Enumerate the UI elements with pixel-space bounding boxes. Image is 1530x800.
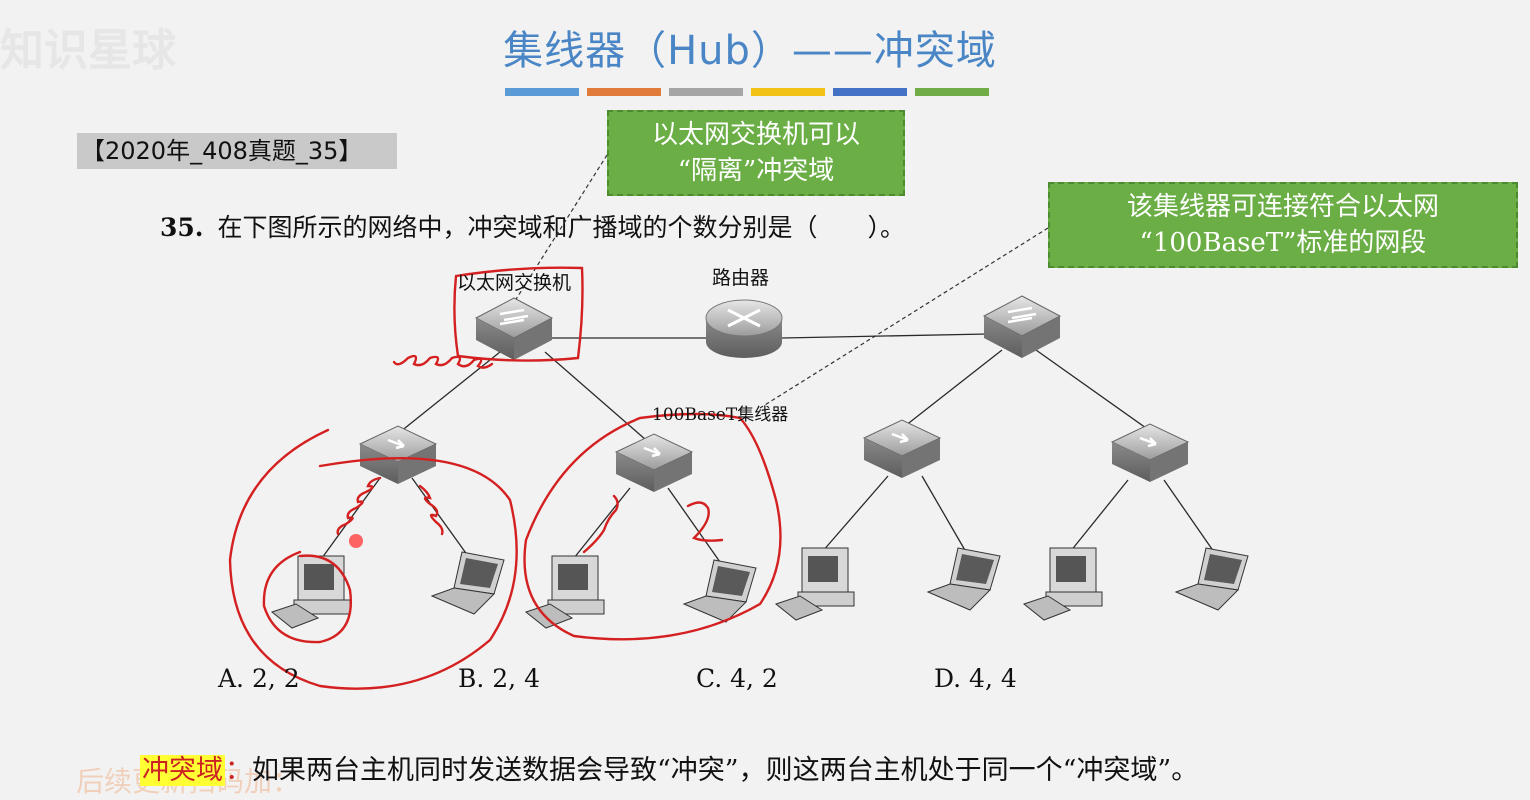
exam-tag: 【2020年_408真题_35】 — [77, 133, 397, 169]
desktop-pc-2-icon — [524, 555, 605, 629]
hub-100baset-icon — [614, 433, 694, 492]
leader-lines — [507, 154, 1049, 409]
hub-left-icon — [358, 425, 438, 484]
red-annotations — [228, 266, 782, 690]
watermark-top: 知识星球 — [0, 25, 176, 76]
label-ethernet-switch: 以太网交换机 — [457, 272, 572, 294]
definition-note: 冲突域：如果两台主机同时发送数据会导致“冲突”，则这两台主机处于同一个“冲突域”… — [140, 748, 1198, 787]
link-switch2-hub4 — [1035, 349, 1147, 429]
label-100baset-hub: 100BaseT集线器 — [652, 405, 789, 425]
callout-hub-standard: 该集线器可连接符合以太网 “100BaseT”标准的网段 — [1048, 182, 1518, 268]
scribble-hub100-pc2 — [582, 494, 619, 554]
leader-line-hub — [759, 227, 1049, 409]
scribble-number-2 — [686, 501, 724, 542]
link-hub3-pc3 — [821, 475, 889, 553]
circle-pc1 — [262, 550, 353, 644]
option-c: C. 4, 2 — [696, 664, 778, 693]
desktop-pc-4-icon — [1022, 547, 1103, 621]
link-switch2-hub3 — [904, 349, 1003, 427]
laptop-2-icon — [682, 559, 757, 623]
link-switch-hub100 — [544, 351, 647, 441]
callout-hub-line-2: “100BaseT”标准的网段 — [1139, 228, 1427, 258]
box-around-switch — [453, 266, 584, 362]
option-d: D. 4, 4 — [934, 664, 1017, 693]
laptop-4-icon — [1174, 547, 1249, 611]
coil-switch-to-hub — [392, 354, 494, 369]
callout-hub-line-1: 该集线器可连接符合以太网 — [1126, 192, 1439, 222]
callout-switch-line-2: “隔离”冲突域 — [677, 156, 835, 186]
callout-switch-isolates: 以太网交换机可以 “隔离”冲突域 — [607, 110, 905, 196]
title-bar-3 — [669, 88, 743, 96]
title-bar-1 — [505, 88, 579, 96]
hub-4-icon — [1110, 423, 1190, 482]
circle-hub100 — [523, 412, 782, 641]
laser-pointer-dot — [349, 534, 363, 548]
ethernet-switch-2-icon — [982, 295, 1062, 358]
laptop-1-icon — [430, 551, 505, 615]
title-color-bars — [505, 88, 989, 96]
definition-colon: ： — [225, 755, 252, 786]
title-bar-6 — [915, 88, 989, 96]
desktop-pc-1-icon — [270, 555, 351, 629]
coil-hub-to-pc — [336, 476, 382, 536]
link-hub3-laptop3 — [921, 475, 967, 553]
link-hub100-laptop2 — [667, 487, 721, 563]
option-b: B. 2, 4 — [458, 664, 540, 693]
link-hub100-pc2 — [573, 487, 631, 559]
slide-title: 集线器（Hub）——冲突域 — [503, 28, 997, 74]
network-links — [321, 333, 1215, 563]
title-bar-4 — [751, 88, 825, 96]
question-number: 35. — [160, 213, 204, 242]
leader-line-switch — [507, 154, 608, 313]
hub-3-icon — [862, 419, 942, 478]
link-hub4-laptop4 — [1163, 479, 1215, 553]
definition-term: 冲突域 — [140, 755, 225, 786]
desktop-pc-3-icon — [774, 547, 855, 621]
router-icon — [705, 299, 783, 358]
option-a: A. 2, 2 — [218, 664, 300, 693]
link-hubleft-laptop1 — [411, 477, 469, 557]
title-bar-5 — [833, 88, 907, 96]
definition-text: 如果两台主机同时发送数据会导致“冲突”，则这两台主机处于同一个“冲突域”。 — [252, 755, 1199, 786]
link-router-switch2 — [781, 333, 989, 339]
link-hub4-pc4 — [1069, 479, 1129, 553]
ethernet-switch-icon — [474, 297, 554, 360]
title-bar-2 — [587, 88, 661, 96]
link-switch-hubleft — [399, 351, 501, 433]
coil-hub-to-laptop — [418, 484, 444, 536]
laptop-3-icon — [926, 547, 1001, 611]
big-circle-left — [228, 428, 518, 690]
callout-switch-line-1: 以太网交换机可以 — [651, 120, 860, 150]
label-router: 路由器 — [712, 267, 770, 289]
